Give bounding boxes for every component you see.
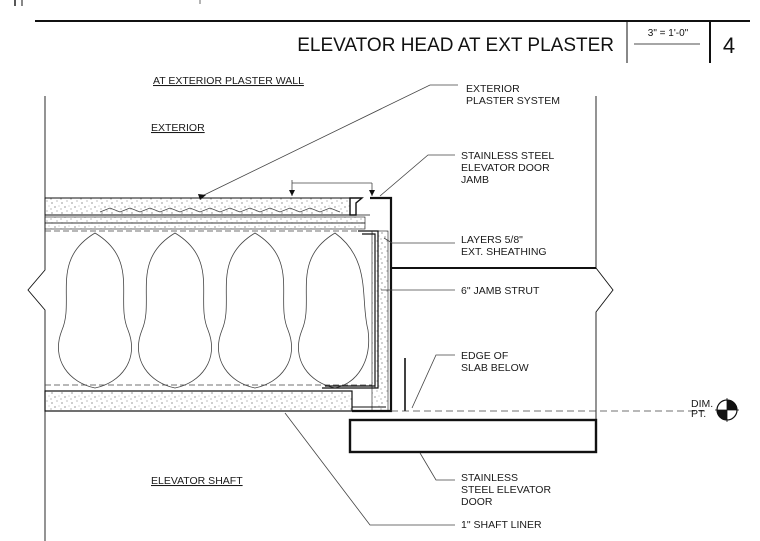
- dim-pt-label-2: PT.: [691, 408, 706, 420]
- shaft-liner-label: 1" SHAFT LINER: [461, 519, 542, 531]
- door-jamb-label-3: JAMB: [461, 174, 489, 186]
- dim-point-icon: [715, 398, 739, 422]
- elevator-door: [348, 418, 598, 454]
- leader-lines: [198, 84, 458, 526]
- wall-type-label: AT EXTERIOR PLASTER WALL: [153, 75, 304, 87]
- elevator-door-label-1: STAINLESS: [461, 472, 518, 484]
- detail-number: 4: [723, 33, 735, 58]
- break-line-right: [595, 96, 614, 420]
- stainless-door-jamb: [352, 196, 393, 413]
- detail-title: ELEVATOR HEAD AT EXT PLASTER: [297, 35, 614, 56]
- exterior-plaster-system: [44, 180, 375, 216]
- batt-insulation: [45, 232, 372, 389]
- door-jamb-label-2: ELEVATOR DOOR: [461, 162, 550, 174]
- jamb-strut-label: 6" JAMB STRUT: [461, 285, 540, 297]
- break-line-left: [27, 96, 46, 541]
- elevator-shaft-label: ELEVATOR SHAFT: [151, 475, 243, 487]
- dim-pt-label-1: DIM.: [691, 398, 713, 410]
- shaft-liner: [44, 390, 353, 412]
- slab-edge-label-1: EDGE OF: [461, 350, 508, 362]
- exterior-plaster-label-1: EXTERIOR: [466, 83, 520, 95]
- jamb-strut: [322, 230, 389, 412]
- sheathing-label-2: EXT. SHEATHING: [461, 246, 547, 258]
- elevator-door-label-3: DOOR: [461, 496, 493, 508]
- exterior-label: EXTERIOR: [151, 122, 205, 134]
- slab-edge: [391, 267, 705, 412]
- sheathing-label-1: LAYERS 5/8": [461, 234, 523, 246]
- door-jamb-label-1: STAINLESS STEEL: [461, 150, 554, 162]
- slab-edge-label-2: SLAB BELOW: [461, 362, 529, 374]
- scale-label: 3" = 1'-0": [648, 28, 689, 39]
- elevator-door-label-2: STEEL ELEVATOR: [461, 484, 551, 496]
- sheet-border: [14, 0, 750, 63]
- exterior-plaster-label-2: PLASTER SYSTEM: [466, 95, 560, 107]
- sheathing-layers: [44, 216, 372, 232]
